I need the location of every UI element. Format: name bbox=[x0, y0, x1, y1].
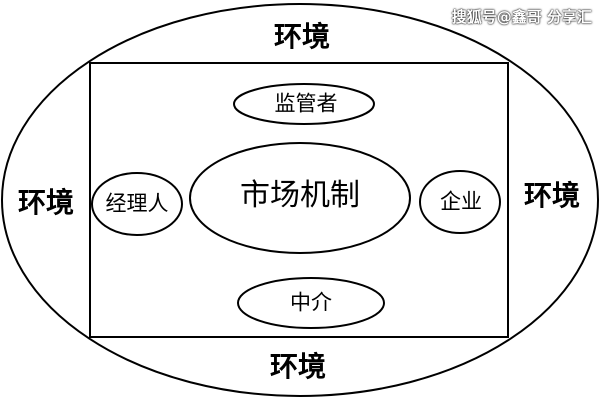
watermark: 搜狐号@鑫哥 分享汇 bbox=[451, 8, 592, 26]
regulator-label: 监管者 bbox=[274, 91, 338, 116]
market-label: 市场机制 bbox=[240, 178, 360, 213]
intermediary-label: 中介 bbox=[290, 290, 332, 315]
environment-label-left: 环境 bbox=[17, 186, 75, 219]
environment-label-right: 环境 bbox=[523, 179, 581, 212]
regulator-ellipse bbox=[233, 83, 375, 125]
system-boundary bbox=[89, 62, 509, 338]
enterprise-ellipse bbox=[419, 170, 501, 234]
environment-label-top: 环境 bbox=[273, 20, 331, 53]
manager-ellipse bbox=[91, 172, 183, 236]
manager-label: 经理人 bbox=[105, 191, 169, 216]
intermediary-ellipse bbox=[237, 277, 385, 329]
market-ellipse bbox=[189, 142, 411, 254]
environment-label-bottom: 环境 bbox=[269, 350, 327, 383]
enterprise-label: 企业 bbox=[440, 189, 482, 214]
environment-ellipse bbox=[1, 3, 599, 397]
